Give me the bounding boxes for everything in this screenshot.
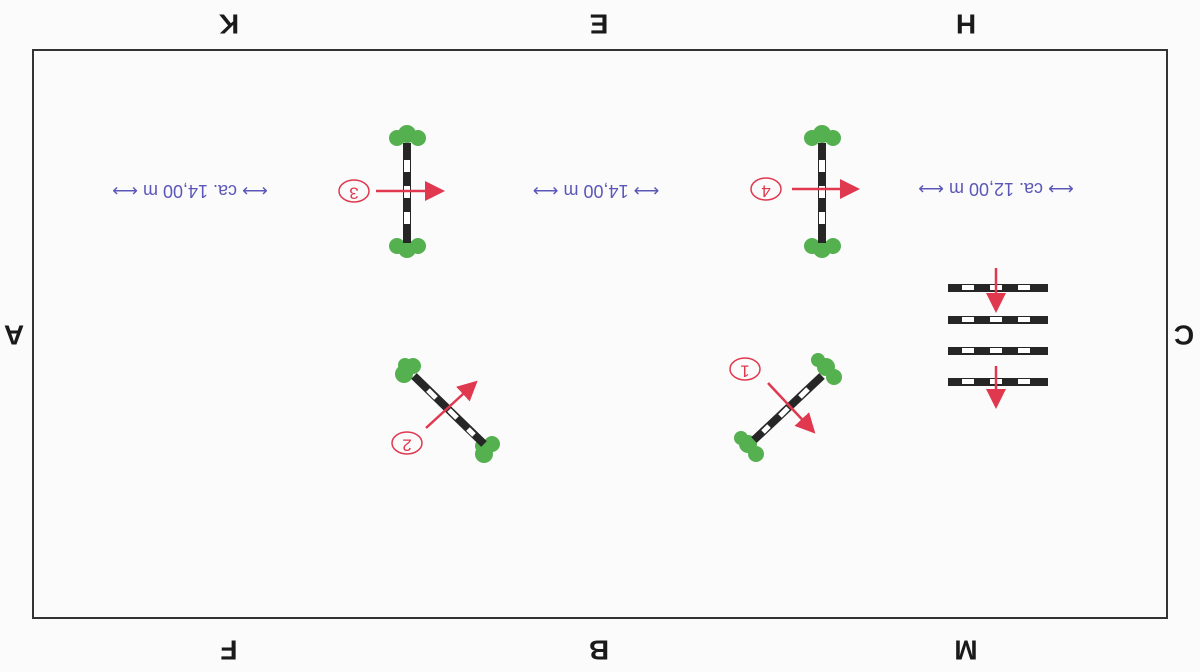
jump-2: 2 bbox=[391, 358, 500, 463]
jump-number-circle bbox=[338, 179, 370, 203]
letter-right: C bbox=[1174, 320, 1194, 351]
gymnastic-line bbox=[948, 268, 1048, 409]
jump-number: 2 bbox=[402, 436, 411, 455]
shrub-icon bbox=[389, 125, 426, 258]
arena-border bbox=[32, 49, 1168, 619]
direction-arrow-icon bbox=[425, 380, 478, 429]
distance-label-1: ⟷ ca. 14,00 m ⟷ bbox=[112, 181, 268, 201]
ground-pole bbox=[948, 378, 1048, 386]
letter-left: A bbox=[4, 320, 24, 351]
jump-number-circle bbox=[729, 357, 761, 381]
shrub-icon bbox=[804, 125, 841, 258]
ground-pole bbox=[948, 284, 1048, 292]
jump-number: 1 bbox=[740, 362, 749, 381]
distance-label-3: ⟷ ca. 12,00 m ⟷ bbox=[918, 179, 1074, 199]
direction-arrow-icon bbox=[767, 382, 816, 434]
ground-pole bbox=[948, 347, 1048, 355]
jump-3: 3 bbox=[338, 125, 445, 258]
letter-top-mid: E bbox=[590, 9, 609, 40]
distance-labels: ⟷ ca. 14,00 m ⟷ ⟷ 14,00 m ⟷ ⟷ ca. 12,00 … bbox=[112, 179, 1074, 201]
letter-bottom-right: M bbox=[954, 635, 977, 666]
jump-number: 4 bbox=[761, 182, 770, 201]
jump-number-circle bbox=[750, 177, 782, 201]
letter-bottom-mid: B bbox=[589, 635, 609, 666]
shrub-icon bbox=[734, 353, 842, 462]
distance-label-2: ⟷ 14,00 m ⟷ bbox=[533, 181, 660, 201]
ground-pole bbox=[948, 316, 1048, 324]
letter-bottom-left: F bbox=[220, 635, 237, 666]
jump-4: 4 bbox=[750, 125, 860, 258]
letter-top-right: H bbox=[956, 9, 976, 40]
arena-letters: K E H F B M A C bbox=[4, 9, 1194, 666]
jump-number-circle bbox=[391, 431, 423, 455]
jump-number: 3 bbox=[349, 184, 358, 203]
shrub-icon bbox=[395, 358, 500, 463]
letter-top-left: K bbox=[219, 9, 239, 40]
jump-1: 1 bbox=[729, 353, 842, 462]
